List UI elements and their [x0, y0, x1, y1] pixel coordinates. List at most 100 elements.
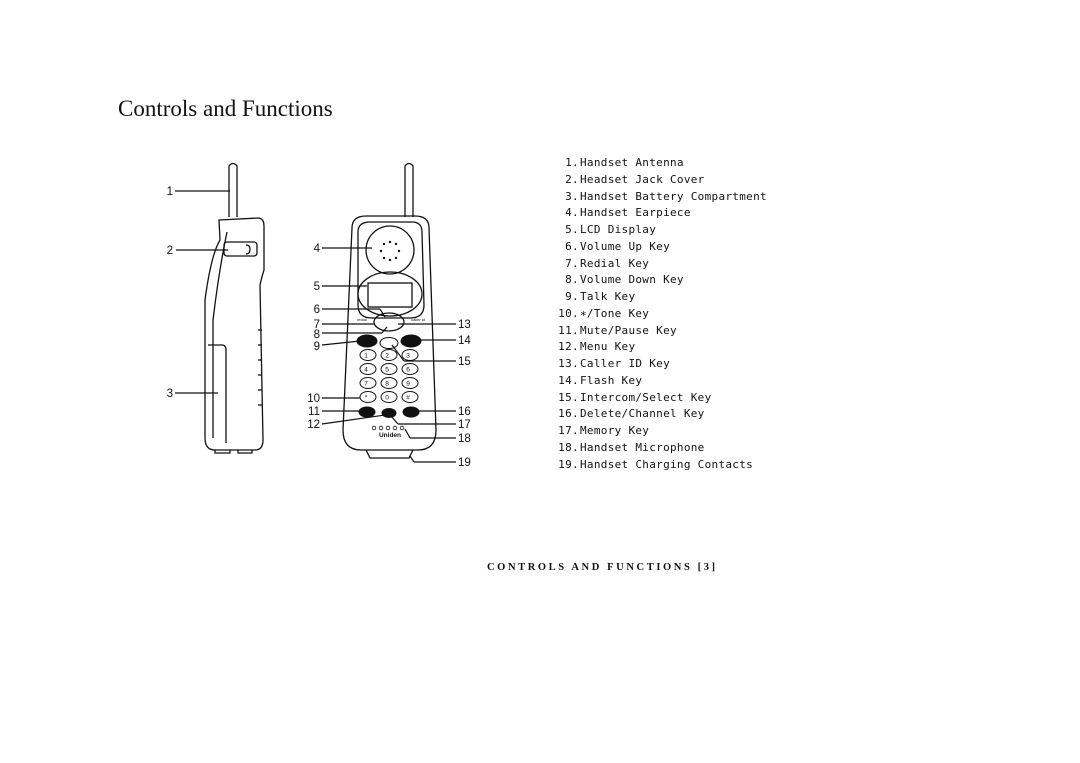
- legend-item: 7.Redial Key: [552, 256, 767, 273]
- legend-number: 11: [558, 323, 572, 337]
- lcd-display: [367, 282, 413, 308]
- earpiece: [365, 225, 415, 275]
- legend-label: Handset Antenna: [580, 156, 684, 169]
- legend-item: 14.Flash Key: [552, 373, 767, 390]
- keypad: talk flash 1 2 3 4 5 6 7 8 9 * 0 #: [356, 317, 425, 439]
- side-antenna: [228, 162, 238, 217]
- legend-item: 9.Talk Key: [552, 289, 767, 306]
- callout-3: 3: [167, 388, 173, 400]
- callout-numbers: 1 2 3 4 5 6 7 8 9 10 11 12 13 14 15 16 1…: [167, 186, 472, 469]
- legend-item: 15.Intercom/Select Key: [552, 390, 767, 407]
- callout-11: 11: [308, 406, 320, 418]
- menu-key-top: [379, 337, 399, 349]
- front-view-handset: [342, 162, 437, 459]
- key-9: 9: [406, 381, 410, 388]
- key-8: 8: [385, 381, 389, 388]
- callout-19: 19: [458, 457, 471, 469]
- legend-label: Delete/Channel Key: [580, 407, 705, 421]
- callout-17: 17: [458, 419, 471, 431]
- legend-label: Caller ID Key: [580, 357, 670, 370]
- side-view-handset: [204, 162, 265, 454]
- legend-label: Flash Key: [580, 373, 643, 387]
- legend-item: 1.Handset Antenna: [552, 155, 767, 172]
- legend-item: 11.Mute/Pause Key: [552, 323, 767, 340]
- legend-item: 8.Volume Down Key: [552, 272, 767, 289]
- legend-item: 12.Menu Key: [552, 339, 767, 356]
- legend-label: Mute/Pause Key: [580, 323, 677, 337]
- legend-number: 1: [565, 156, 572, 169]
- key-star: *: [365, 395, 368, 402]
- legend-label: Handset Earpiece: [580, 206, 691, 220]
- key-3: 3: [406, 353, 410, 360]
- legend-item: 5.LCD Display: [552, 222, 767, 239]
- legend-item: 4.Handset Earpiece: [552, 205, 767, 222]
- legend-item: 17.Memory Key: [552, 423, 767, 440]
- callout-5: 5: [314, 281, 320, 293]
- callout-13: 13: [458, 319, 471, 331]
- mute-key: [358, 406, 376, 418]
- delete-key: [402, 406, 420, 418]
- redial-label: redial: [357, 317, 367, 322]
- legend-item: 18.Handset Microphone: [552, 440, 767, 457]
- legend-label: LCD Display: [580, 223, 657, 236]
- legend-label: Menu Key: [580, 340, 636, 354]
- flash-key-label: flash: [405, 340, 418, 346]
- callout-1: 1: [167, 186, 173, 198]
- callout-8: 8: [314, 329, 320, 341]
- controls-legend: 1.Handset Antenna 2.Headset Jack Cover 3…: [552, 155, 767, 473]
- callout-10: 10: [307, 393, 320, 405]
- legend-item: 19.Handset Charging Contacts: [552, 457, 767, 474]
- legend-number: 7: [565, 256, 572, 270]
- legend-number: 4: [565, 206, 572, 220]
- key-2: 2: [385, 353, 389, 360]
- legend-label: Headset Jack Cover: [580, 172, 705, 186]
- legend-number: 3: [565, 189, 572, 203]
- legend-number: 13: [558, 357, 572, 370]
- key-5: 5: [385, 367, 389, 374]
- side-body: [204, 217, 265, 451]
- legend-number: 18: [558, 440, 572, 454]
- memory-key: [381, 408, 397, 418]
- legend-label: Intercom/Select Key: [580, 390, 712, 404]
- front-body: [342, 215, 437, 451]
- legend-label: Talk Key: [580, 290, 636, 303]
- key-hash: #: [406, 395, 410, 402]
- legend-item: 3.Handset Battery Compartment: [552, 189, 767, 206]
- legend-label: Memory Key: [580, 424, 650, 437]
- callerid-label: caller id: [411, 317, 425, 322]
- talk-key-label: talk: [362, 340, 372, 346]
- legend-item: 10.∗/Tone Key: [552, 306, 767, 323]
- callout-16: 16: [458, 406, 471, 418]
- key-1: 1: [364, 353, 368, 360]
- legend-number: 2: [565, 172, 572, 186]
- legend-number: 9: [565, 290, 572, 303]
- legend-number: 19: [558, 457, 572, 471]
- legend-label: Redial Key: [580, 256, 650, 270]
- legend-label: Volume Down Key: [580, 273, 684, 287]
- leader-lines: [175, 190, 456, 463]
- legend-number: 15: [558, 390, 572, 404]
- brand-logo: Uniden: [379, 432, 401, 439]
- flash-key: [400, 334, 422, 348]
- legend-label: ∗/Tone Key: [580, 306, 650, 320]
- legend-number: 6: [565, 239, 572, 253]
- callout-6: 6: [314, 304, 320, 316]
- volume-rocker: [373, 312, 405, 332]
- legend-number: 10: [558, 306, 572, 320]
- page-footer: CONTROLS AND FUNCTIONS [3]: [487, 562, 718, 573]
- key-6: 6: [406, 367, 410, 374]
- legend-label: Handset Charging Contacts: [580, 457, 754, 471]
- legend-number: 17: [558, 424, 572, 437]
- callout-14: 14: [458, 335, 471, 347]
- callout-2: 2: [167, 245, 173, 257]
- callout-4: 4: [314, 243, 321, 255]
- charging-contacts: [365, 449, 414, 459]
- key-0: 0: [385, 395, 389, 402]
- legend-number: 14: [558, 373, 572, 387]
- legend-number: 8: [565, 273, 572, 287]
- legend-number: 5: [565, 223, 572, 236]
- legend-item: 6.Volume Up Key: [552, 239, 767, 256]
- legend-item: 16.Delete/Channel Key: [552, 406, 767, 423]
- legend-label: Handset Microphone: [580, 440, 705, 454]
- legend-item: 13.Caller ID Key: [552, 356, 767, 373]
